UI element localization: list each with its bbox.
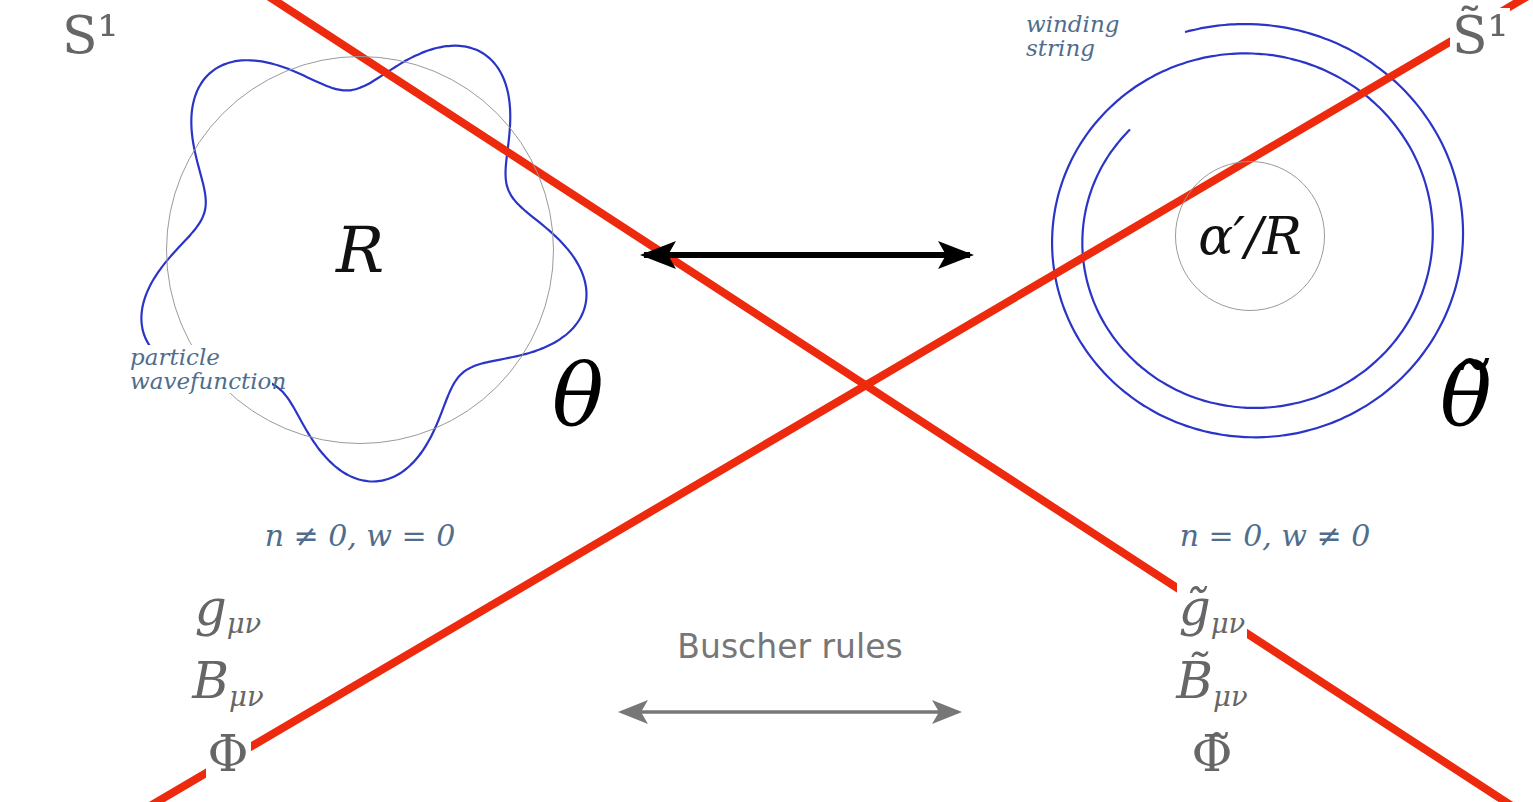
circle-label: α′/R (1198, 210, 1302, 262)
field-symbol: Bμν (190, 655, 265, 711)
particle-wave (141, 46, 586, 482)
circle-label: R (336, 218, 384, 282)
field-symbol: Φ̃ (1190, 728, 1235, 781)
space-label: S¹ (60, 8, 120, 63)
field-symbol: gμν (193, 582, 264, 638)
duality-label: Buscher rules (675, 630, 904, 665)
annotation: winding string (1024, 12, 1124, 60)
coordinate-symbol: θ (550, 350, 606, 440)
circle-node: α′/R (1175, 161, 1325, 311)
field-symbol: Φ (206, 728, 251, 781)
red-cross-line (268, 0, 1512, 802)
charge-label: n = 0, w ≠ 0 (1178, 520, 1373, 552)
red-cross-line (150, 0, 1528, 802)
field-symbol: g̃μν (1177, 582, 1248, 638)
field-symbol: B̃μν (1174, 655, 1249, 711)
winding-spiral (1052, 24, 1463, 437)
charge-label: n ≠ 0, w = 0 (263, 520, 458, 552)
duality-arrow (644, 252, 970, 258)
coordinate-symbol: θ̃ (1438, 350, 1494, 440)
annotation: particle wavefunction (128, 345, 272, 393)
buscher-arrow (622, 710, 958, 714)
space-label: S̃¹ (1450, 8, 1510, 63)
